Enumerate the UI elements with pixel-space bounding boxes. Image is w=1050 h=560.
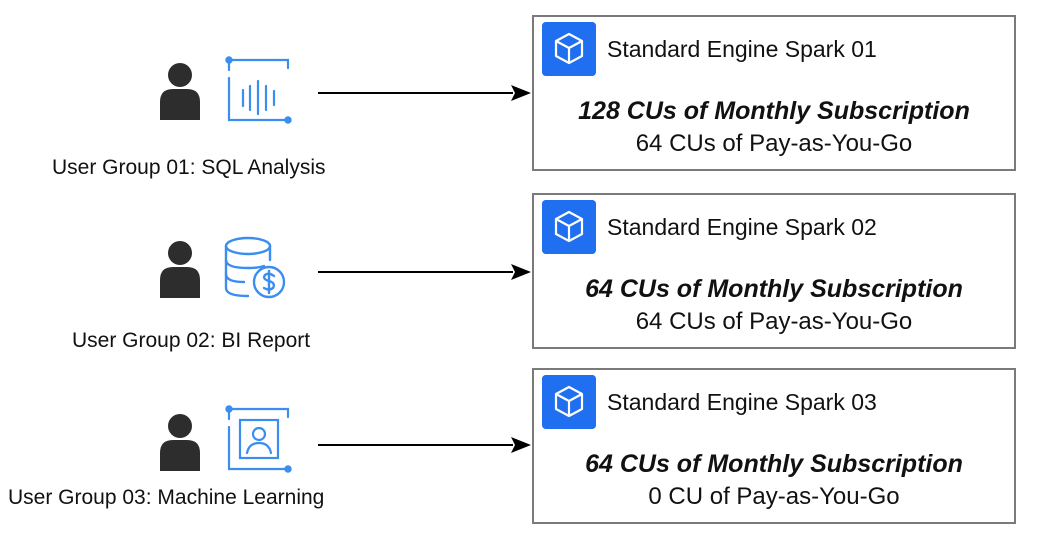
sql-analysis-chart-icon <box>225 56 292 124</box>
user-group-label: User Group 01: SQL Analysis <box>52 156 326 179</box>
engine-box: Standard Engine Spark 01 128 CUs of Mont… <box>532 15 1016 171</box>
portrait-frame-icon <box>225 405 292 473</box>
user-icon <box>160 414 200 471</box>
user-group-row-1: User Group 01: SQL Analysis Standard Eng… <box>0 0 1050 179</box>
user-group-label: User Group 03: Machine Learning <box>8 486 325 509</box>
flow-arrow <box>318 264 531 280</box>
pay-as-you-go-capacity: 0 CU of Pay-as-You-Go <box>648 483 900 510</box>
engine-title: Standard Engine Spark 02 <box>607 214 877 240</box>
engine-box: Standard Engine Spark 02 64 CUs of Month… <box>532 193 1016 349</box>
database-dollar-icon <box>224 236 286 299</box>
monthly-subscription-capacity: 64 CUs of Monthly Subscription <box>585 450 963 478</box>
pay-as-you-go-capacity: 64 CUs of Pay-as-You-Go <box>635 130 913 157</box>
user-icon <box>160 241 200 298</box>
user-group-row-3: User Group 03: Machine Learning Standard… <box>0 353 1050 524</box>
pay-as-you-go-capacity: 64 CUs of Pay-as-You-Go <box>635 308 913 335</box>
user-icon <box>160 63 200 120</box>
cube-icon <box>542 22 596 76</box>
cube-icon <box>542 375 596 429</box>
engine-box: Standard Engine Spark 03 64 CUs of Month… <box>532 368 1016 524</box>
engine-title: Standard Engine Spark 03 <box>607 389 877 415</box>
flow-arrow <box>318 437 531 453</box>
user-group-row-2: User Group 02: BI Report Standard Engine… <box>0 178 1050 352</box>
monthly-subscription-capacity: 128 CUs of Monthly Subscription <box>578 97 970 125</box>
cube-icon <box>542 200 596 254</box>
monthly-subscription-capacity: 64 CUs of Monthly Subscription <box>585 275 963 303</box>
user-group-label: User Group 02: BI Report <box>72 329 311 352</box>
engine-title: Standard Engine Spark 01 <box>607 36 877 62</box>
flow-arrow <box>318 85 531 101</box>
